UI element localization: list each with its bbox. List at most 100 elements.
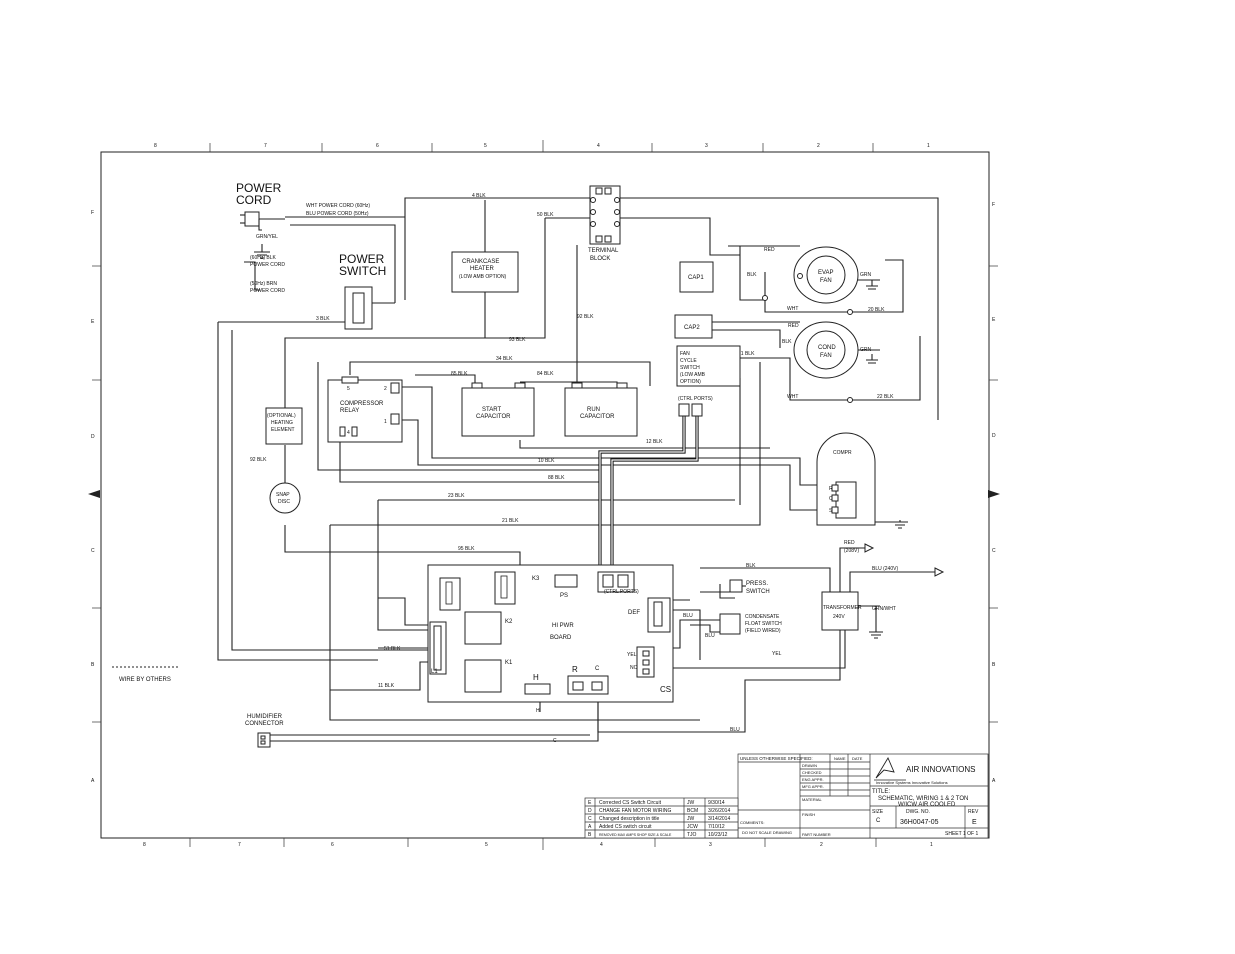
red-208-label: (208V) bbox=[844, 548, 859, 554]
wire-label-21: 21 BLK bbox=[738, 351, 755, 357]
wire-blk-2 bbox=[712, 329, 781, 348]
heating-label: (OPTIONAL) bbox=[267, 413, 296, 419]
name-header: NAME bbox=[834, 756, 846, 761]
run-capacitor bbox=[564, 382, 638, 437]
border-num: 2 bbox=[820, 842, 823, 848]
compressor-relay-label: COMPRESSOR bbox=[340, 401, 384, 407]
wire-label-blk: BLK bbox=[782, 339, 792, 345]
press-switch-label: SWITCH bbox=[746, 589, 770, 595]
power-switch bbox=[344, 286, 373, 330]
wire-label-22: 22 BLK bbox=[877, 394, 894, 400]
wire-label-red: RED bbox=[788, 323, 799, 329]
wire-label-88: 88 BLK bbox=[548, 475, 565, 481]
power-switch-label: POWER bbox=[339, 252, 385, 266]
relay-pin: 4 bbox=[347, 430, 350, 436]
ground-symbol bbox=[254, 244, 270, 259]
grn-label: GRN bbox=[860, 272, 872, 278]
wire-34-blk bbox=[349, 361, 651, 386]
wire-blu-2 bbox=[690, 624, 720, 633]
wire-fan-cycle bbox=[740, 357, 850, 401]
border-letter: F bbox=[91, 210, 94, 216]
terminal-block-label: TERMINAL bbox=[588, 248, 619, 254]
compr-pin: S bbox=[829, 508, 833, 514]
cs-label: CS bbox=[660, 685, 671, 694]
border-num: 5 bbox=[484, 143, 487, 149]
power-cord-label: CORD bbox=[236, 193, 272, 207]
border-num: 2 bbox=[817, 143, 820, 149]
run-capacitor-label: RUN bbox=[587, 407, 600, 413]
border-num: 6 bbox=[331, 842, 334, 848]
snap-disc-label: DISC bbox=[278, 499, 290, 505]
blk-cord-label: (60Hz) BLK bbox=[250, 255, 277, 261]
wire-4-blk bbox=[404, 197, 590, 300]
press-switch bbox=[729, 579, 746, 593]
blu-240-label: BLU (240V) bbox=[872, 566, 898, 572]
rev-letter: E bbox=[588, 800, 592, 806]
ground-symbol bbox=[866, 354, 878, 364]
comments-label: COMMENTS: bbox=[740, 820, 764, 825]
snap-disc bbox=[269, 482, 301, 514]
ground-symbol bbox=[869, 628, 883, 639]
grn-yel-label: GRN/YEL bbox=[256, 234, 278, 240]
press-switch-label: PRESS. bbox=[746, 581, 768, 587]
humidifier-connector bbox=[257, 732, 271, 748]
condensate-label: FLOAT SWITCH bbox=[745, 621, 782, 627]
wire-by-others-label: WIRE BY OTHERS bbox=[119, 677, 171, 683]
wire-label-92: 92 BLK bbox=[577, 314, 594, 320]
wire-label-h: H bbox=[536, 708, 540, 714]
crankcase-heater bbox=[451, 251, 519, 293]
rev-by: JW bbox=[687, 800, 695, 806]
def-label: DEF bbox=[628, 610, 640, 616]
crankcase-label: (LOW AMB OPTION) bbox=[459, 274, 507, 280]
company-tagline: Innovative Systems Innovative Solutions bbox=[876, 780, 948, 785]
company-name: AIR INNOVATIONS bbox=[906, 765, 976, 774]
wire-label-84: 84 BLK bbox=[537, 371, 554, 377]
fan-cycle-label: (LOW AMB bbox=[680, 372, 706, 378]
rev-letter: D bbox=[588, 808, 592, 814]
fan-cycle-label: OPTION) bbox=[680, 379, 701, 385]
wire-50-blk bbox=[284, 217, 590, 410]
border-num: 1 bbox=[927, 143, 930, 149]
wire-red-208 bbox=[839, 547, 865, 592]
rev-letter: C bbox=[588, 816, 592, 822]
transformer-label: TRANSFORMER bbox=[823, 605, 862, 611]
title-label: TITLE: bbox=[872, 789, 890, 795]
transformer-label: 240V bbox=[833, 614, 845, 620]
snap-disc-label: SNAP bbox=[276, 492, 290, 498]
size-label: SIZE bbox=[872, 809, 884, 815]
revision-rows: E Corrected CS Switch Circuit JW 9/30/14… bbox=[588, 800, 730, 838]
k3-label: K3 bbox=[532, 576, 540, 582]
wire-blu-240 bbox=[849, 571, 935, 592]
sheet-label: SHEET 1 OF 1 bbox=[945, 831, 978, 837]
unless-label: UNLESS OTHERWISE SPECIFIED: bbox=[740, 756, 813, 761]
border-top-numbers: 8 7 6 5 4 3 2 1 bbox=[154, 143, 930, 149]
rev-value: E bbox=[972, 819, 977, 826]
wire-blk-cord bbox=[244, 261, 260, 291]
cond-fan-label: FAN bbox=[820, 353, 832, 359]
dwg-number: 36H0047-05 bbox=[900, 819, 939, 826]
border-num: 3 bbox=[709, 842, 712, 848]
wire-label-21: 21 BLK bbox=[502, 518, 519, 524]
start-capacitor bbox=[461, 382, 535, 437]
crankcase-label: HEATER bbox=[470, 266, 495, 272]
center-arrow-right bbox=[988, 490, 1000, 498]
wire-blk-cs bbox=[700, 567, 831, 592]
condensate-label: (FIELD WIRED) bbox=[745, 628, 781, 634]
k2-label: K2 bbox=[505, 619, 513, 625]
border-letter: E bbox=[992, 317, 996, 323]
power-cord-plug bbox=[240, 211, 285, 231]
wire-95-blk bbox=[284, 525, 521, 575]
wire-20-blk bbox=[850, 259, 904, 313]
relay-pin: 2 bbox=[384, 386, 387, 392]
wire-c-humid bbox=[270, 700, 599, 742]
evap-fan-label: FAN bbox=[820, 278, 832, 284]
compr-pin: C bbox=[829, 496, 833, 502]
r-label: R bbox=[572, 665, 578, 674]
heating-label: HEATING bbox=[271, 420, 293, 426]
title-line: W/ICW AIR COOLED bbox=[898, 802, 956, 808]
border-letter: E bbox=[91, 319, 95, 325]
border-num: 8 bbox=[143, 842, 146, 848]
mfg-appr-label: MFG APPR. bbox=[802, 784, 824, 789]
ps-label: PS bbox=[560, 593, 568, 599]
